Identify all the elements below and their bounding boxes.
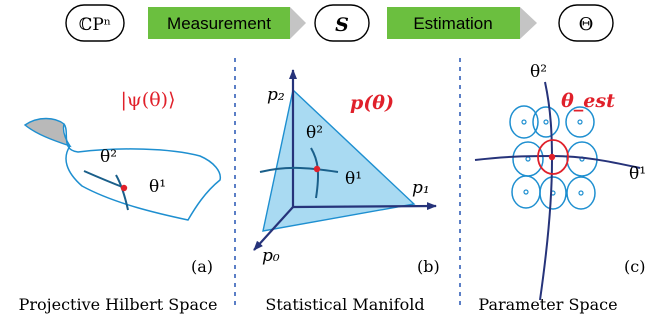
state-vector-label: |ψ(θ)⟩	[121, 89, 176, 111]
panel-a: |ψ(θ)⟩ θ² θ¹ (a) Projective Hilbert Spac…	[19, 89, 222, 314]
ellipse	[509, 105, 539, 139]
space-cp-node: ℂPⁿ	[65, 4, 125, 42]
ellipse-center	[523, 189, 529, 195]
distribution-label: p(θ)	[350, 92, 394, 114]
space-theta-label: Θ	[579, 14, 594, 35]
theta2-curve	[539, 81, 554, 301]
simplex-triangle	[262, 88, 416, 232]
estimator-ellipse	[537, 139, 569, 175]
estimator-label: θ_est	[561, 90, 615, 112]
panel-c: θ_est θ² θ¹ (c)	[474, 62, 646, 314]
p2-label: p₂	[267, 85, 285, 105]
panel-c-tag: (c)	[624, 257, 645, 276]
theta1-curve	[474, 154, 641, 169]
measurement-arrow: Measurement	[148, 7, 306, 39]
ellipse-center	[578, 190, 584, 196]
p1-axis	[292, 202, 437, 211]
manifold-fold-flap	[23, 117, 72, 148]
theta1-label: θ¹	[345, 169, 362, 189]
ellipse-center	[525, 156, 531, 162]
estimator-point	[548, 153, 556, 161]
theta2-label: θ²	[306, 123, 323, 143]
p0-label: p₀	[262, 246, 280, 266]
panel-b-caption: Statistical Manifold	[265, 295, 424, 314]
ellipse-center	[521, 119, 527, 125]
panel-a-caption: Projective Hilbert Space	[19, 295, 218, 314]
ellipse	[511, 175, 541, 209]
panel-a-tag: (a)	[191, 257, 213, 276]
ellipse	[539, 176, 567, 210]
point-marker	[120, 184, 128, 192]
p0-axis	[253, 206, 294, 251]
manifold-surface	[63, 123, 222, 221]
ellipse-centers	[521, 119, 585, 196]
ellipse-center	[577, 119, 583, 125]
ellipse	[566, 176, 596, 210]
estimation-label: Estimation	[413, 14, 492, 33]
theta1-curve	[259, 166, 339, 173]
ellipse-center	[543, 119, 549, 125]
estimation-arrow: Estimation	[387, 7, 537, 39]
theta1-curve	[115, 174, 129, 211]
theta1-label: θ¹	[629, 164, 646, 184]
ellipse	[565, 106, 595, 138]
top-flow-row: ℂPⁿ Measurement S Estimation Θ	[65, 4, 614, 42]
panel-b: p₂ p₁ p₀ p(θ) θ² θ¹ (b) Statistical Mani…	[253, 69, 440, 314]
measurement-label: Measurement	[167, 14, 271, 33]
theta2-label: θ²	[100, 147, 117, 167]
theta1-label: θ¹	[149, 177, 166, 197]
panel-b-tag: (b)	[417, 257, 440, 276]
point-marker	[313, 165, 321, 173]
space-s-label: S	[335, 14, 349, 36]
ellipse	[532, 106, 560, 138]
theta2-label: θ²	[530, 62, 547, 82]
panel-c-caption: Parameter Space	[478, 295, 617, 314]
space-theta-node: Θ	[558, 4, 614, 42]
p1-label: p₁	[412, 178, 430, 198]
space-s-node: S	[314, 4, 370, 42]
space-cp-label: ℂPⁿ	[79, 15, 111, 35]
